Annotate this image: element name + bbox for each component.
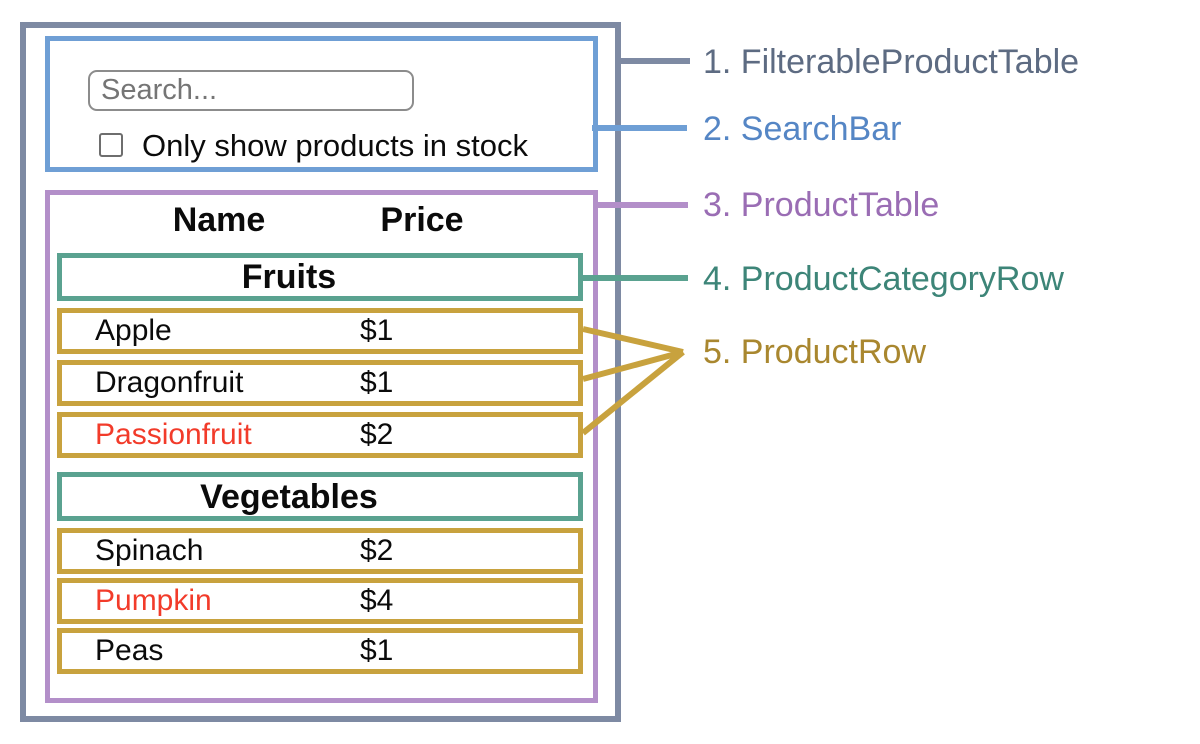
product-price: $2	[360, 418, 394, 451]
product-name: Pumpkin	[95, 584, 212, 617]
product-price: $2	[360, 534, 394, 567]
connector-line-product-category-row	[578, 275, 688, 281]
product-name: Peas	[95, 634, 164, 667]
product-price: $1	[360, 366, 394, 399]
category-label: Vegetables	[200, 477, 378, 516]
search-input[interactable]	[88, 70, 414, 111]
legend-item-product-table: 3. ProductTable	[703, 186, 940, 224]
column-header-name: Name	[172, 201, 266, 239]
column-header-price: Price	[380, 201, 464, 239]
product-name: Spinach	[95, 534, 204, 567]
product-price: $4	[360, 584, 394, 617]
product-name: Passionfruit	[95, 418, 252, 451]
product-row-passionfruit: Passionfruit $2	[57, 412, 583, 458]
product-name: Dragonfruit	[95, 366, 244, 399]
legend-item-searchbar: 2. SearchBar	[703, 110, 902, 148]
product-price: $1	[360, 314, 394, 347]
product-row-peas: Peas $1	[57, 628, 583, 674]
connector-line-searchbar	[592, 125, 687, 131]
in-stock-checkbox[interactable]	[99, 133, 123, 157]
category-row-fruits: Fruits	[57, 253, 583, 301]
legend-item-product-row: 5. ProductRow	[703, 333, 926, 371]
legend-item-product-category-row: 4. ProductCategoryRow	[703, 260, 1064, 298]
product-row-pumpkin: Pumpkin $4	[57, 578, 583, 624]
connector-line-product-table	[593, 202, 688, 208]
connector-line-filterable-product-table	[621, 58, 690, 64]
category-row-vegetables: Vegetables	[57, 472, 583, 521]
category-label: Fruits	[241, 258, 337, 296]
in-stock-checkbox-label: Only show products in stock	[142, 127, 528, 163]
product-row-spinach: Spinach $2	[57, 528, 583, 574]
product-name: Apple	[95, 314, 172, 347]
product-row-dragonfruit: Dragonfruit $1	[57, 360, 583, 406]
in-stock-checkbox-row: Only show products in stock	[99, 127, 528, 163]
legend-item-filterable-product-table: 1. FilterableProductTable	[703, 43, 1080, 81]
product-price: $1	[360, 634, 394, 667]
product-row-apple: Apple $1	[57, 308, 583, 354]
